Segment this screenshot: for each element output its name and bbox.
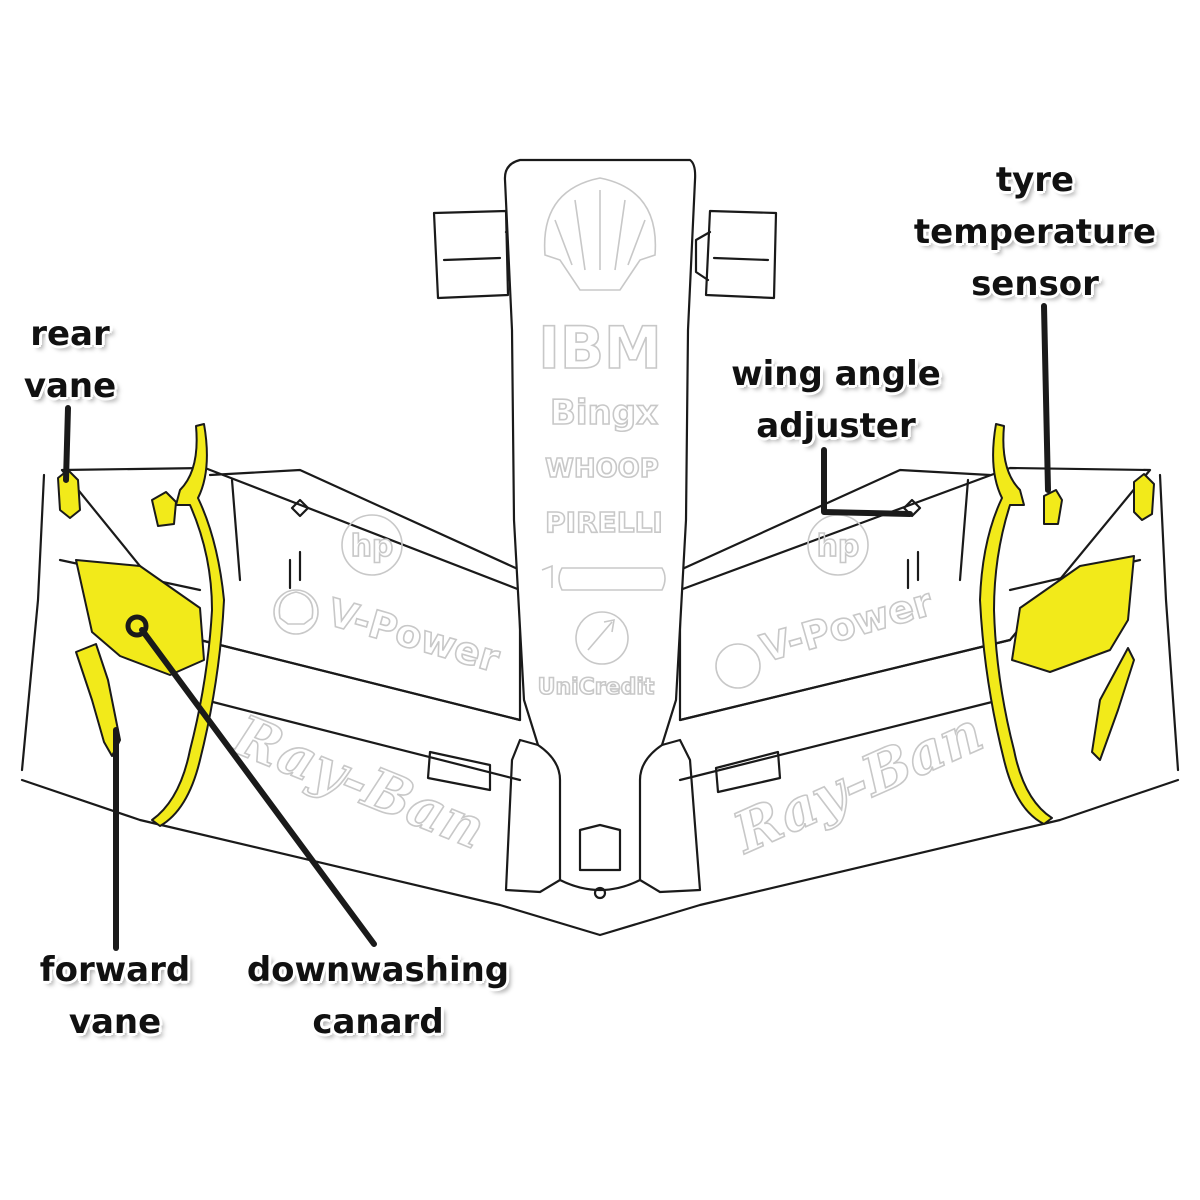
right-hp-text: hp [817, 529, 860, 564]
sponsor-badge [541, 564, 666, 591]
right-canard [1011, 555, 1135, 673]
right-rear-vane [1133, 473, 1155, 521]
wing-angle-line-2: adjuster [756, 406, 916, 446]
rear-vane-callout: rear vane [10, 308, 130, 412]
rear-vane-leader [63, 405, 71, 483]
shell-logo [543, 177, 657, 291]
wing-angle-callout: wing angle adjuster [716, 348, 956, 452]
right-rayban-text: Ray-Ban [722, 699, 992, 868]
tyre-sensor-line-3: sensor [971, 264, 1099, 304]
bingx-logo: Bingx [550, 393, 658, 433]
tyre-sensor-leader [1041, 303, 1051, 493]
right-mirror [694, 209, 778, 300]
left-hp-logo [341, 514, 403, 576]
wing-angle-line-1: wing angle [731, 354, 941, 394]
left-tyre-sensor [151, 491, 177, 527]
forward-vane-line-2: vane [68, 1002, 162, 1042]
wing-angle-leader [821, 447, 913, 517]
canard-callout: downwashing canard [228, 944, 528, 1048]
unicredit-text: UniCredit [538, 675, 655, 700]
right-tyre-sensor [1043, 489, 1063, 525]
left-adjuster-stud [288, 498, 310, 590]
forward-vane-callout: forward vane [20, 944, 210, 1048]
whoop-logo: WHOOP [545, 454, 659, 484]
right-endplate-highlight [979, 423, 1053, 825]
forward-vane-line-1: forward [39, 950, 191, 990]
tyre-sensor-line-2: temperature [913, 212, 1157, 252]
canard-leader-ring [125, 614, 149, 638]
canard-leader [139, 627, 377, 947]
left-shell-small [273, 589, 319, 635]
canard-line-1: downwashing [246, 950, 510, 990]
nose-cone [503, 158, 702, 900]
right-shell-small [715, 643, 761, 689]
unicredit-logo [575, 611, 629, 665]
left-endplate-highlight [151, 423, 225, 827]
left-hp-text: hp [351, 529, 394, 564]
rear-vane-line-2: vane [23, 366, 117, 406]
pirelli-logo: PIRELLI [545, 506, 663, 539]
ibm-logo: IBM [538, 314, 662, 382]
rear-vane-line-1: rear [30, 314, 110, 354]
canard-line-2: canard [312, 1002, 444, 1042]
right-forward-vane [1091, 647, 1135, 761]
tyre-sensor-line-1: tyre [995, 160, 1075, 200]
tyre-sensor-callout: tyre temperature sensor [905, 154, 1165, 310]
